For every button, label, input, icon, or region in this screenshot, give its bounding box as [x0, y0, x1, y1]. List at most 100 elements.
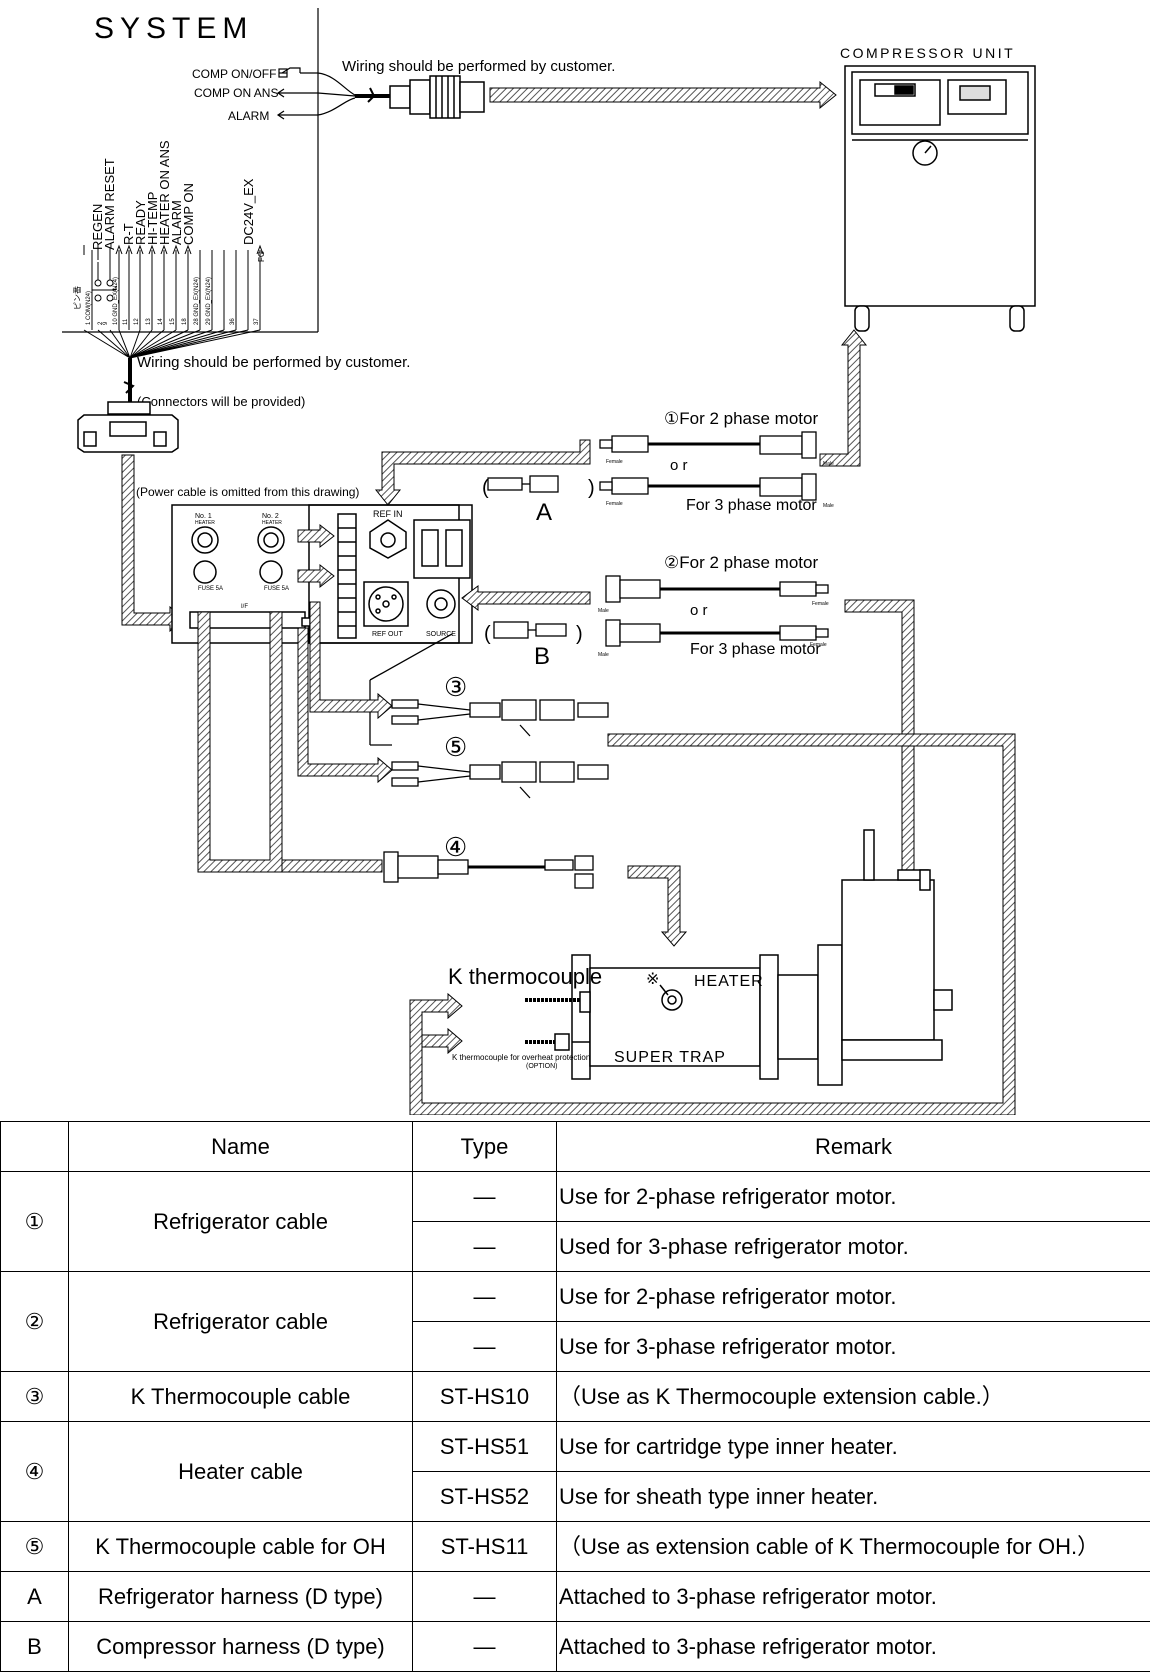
- pin-label: 14: [158, 318, 164, 325]
- heater-no2-small: HEATER: [262, 520, 282, 526]
- comp-signal-arrowheads: [276, 88, 285, 120]
- cable1-or: o r: [670, 457, 688, 474]
- row-remark: Use for cartridge type inner heater.: [556, 1421, 1150, 1472]
- connectors-note: (Connectors will be provided): [137, 394, 305, 409]
- table-row: ② Refrigerator cable — Use for 2-phase r…: [0, 1271, 1150, 1372]
- arrow-heater-cable: [197, 611, 283, 873]
- table-row: ③ K Thermocouple cable ST-HS10 （Use as K…: [0, 1371, 1150, 1422]
- row-type: ST-HS52: [412, 1471, 557, 1522]
- paren-a-close: ): [588, 477, 595, 499]
- wiring-note-top: Wiring should be performed by customer.: [342, 58, 615, 75]
- alarm-label: ALARM: [228, 109, 269, 123]
- label-b: B: [534, 643, 550, 670]
- io-label: I/F: [241, 604, 248, 610]
- row-remark: Use for 2-phase refrigerator motor.: [556, 1271, 1150, 1322]
- row-type: —: [412, 1221, 557, 1272]
- cable2-female-1: Female: [812, 601, 829, 607]
- signal-label-regen: REGEN: [90, 204, 105, 250]
- row-no: ④: [0, 1421, 69, 1522]
- signal-label-heater-on-ans: HEATER ON ANS: [157, 140, 172, 245]
- thermo-cables: [369, 633, 609, 799]
- signal-label-comp-on: COMP ON: [181, 183, 196, 245]
- table-row: A Refrigerator harness (D type) — Attach…: [0, 1571, 1150, 1622]
- row-name: Refrigerator cable: [68, 1171, 413, 1272]
- comp-signal-lines: [278, 67, 390, 116]
- row-no: ③: [0, 1371, 69, 1422]
- num-3: ③: [444, 672, 467, 702]
- row-type: —: [412, 1621, 557, 1672]
- table-row: — Use for 3-phase refrigerator motor.: [1, 1321, 1150, 1372]
- table-row: ⑤ K Thermocouple cable for OH ST-HS11 （U…: [0, 1521, 1150, 1572]
- heater-cable-drawing: [383, 851, 594, 889]
- compressor-unit: [844, 65, 1036, 332]
- paren-a: (: [482, 477, 489, 499]
- table-row: ④ Heater cable ST-HS51 Use for cartridge…: [0, 1421, 1150, 1522]
- k-thermo-oh-label: K thermocouple for overheat protection: [452, 1053, 590, 1062]
- row-remark: Use for 3-phase refrigerator motor.: [556, 1321, 1150, 1372]
- arrow-refin-path: [374, 439, 591, 506]
- comp-on-ans-label: COMP ON ANS: [194, 86, 278, 100]
- k-thermocouple-label: K thermocouple: [448, 964, 602, 989]
- table-row: B Compressor harness (D type) — Attached…: [0, 1621, 1150, 1672]
- super-trap-label: SUPER TRAP: [614, 1049, 726, 1066]
- row-name: K Thermocouple cable: [68, 1371, 413, 1422]
- num-4: ④: [444, 832, 467, 862]
- row-remark: （Use as K Thermocouple extension cable.）: [556, 1371, 1150, 1422]
- comp-connector: [389, 75, 485, 119]
- signal-label-ready: READY: [133, 200, 148, 245]
- signal-label-alarm: ALARM: [169, 200, 184, 245]
- pin-label: 36: [230, 318, 236, 325]
- system-boundary: [62, 8, 319, 333]
- pin-label: 1 COM(N24): [86, 291, 92, 325]
- pin-label: 2: [98, 321, 104, 325]
- cable2-female-2: Female: [810, 642, 827, 648]
- arrow-to-compressor: [489, 80, 837, 110]
- pin-label: 15: [170, 318, 176, 325]
- row-remark: Used for 3-phase refrigerator motor.: [556, 1221, 1150, 1272]
- pin-label: 18: [182, 318, 188, 325]
- arrow-cable1-to-compressor: [819, 329, 868, 467]
- paren-b: (: [484, 623, 491, 645]
- table-header-row: Name Type Remark: [0, 1121, 1150, 1172]
- option-label: (OPTION): [526, 1063, 558, 1070]
- pin-label: 13: [146, 318, 152, 325]
- dsub-connector: [77, 401, 179, 453]
- row-remark: Use for 2-phase refrigerator motor.: [556, 1171, 1150, 1222]
- arrow-thermo5: [297, 627, 393, 784]
- row-no: ①: [0, 1171, 69, 1272]
- row-type: —: [412, 1571, 557, 1622]
- pin-label: 10 GND_EX(N24): [113, 277, 119, 325]
- pin-header: ピン番: [72, 286, 82, 310]
- arrow-thermo3: [309, 601, 393, 720]
- num-5: ⑤: [444, 732, 467, 762]
- cable1-female-2: Female: [606, 501, 623, 507]
- ref-in-label: REF IN: [373, 509, 403, 519]
- arrow-heater-to-trap: [627, 865, 688, 947]
- row-no: ⑤: [0, 1521, 69, 1572]
- row-type: ST-HS10: [412, 1371, 557, 1422]
- header-name: Name: [68, 1121, 413, 1172]
- signal-label-alarm-reset: ALARM RESET: [102, 158, 117, 250]
- row-remark: （Use as extension cable of K Thermocoupl…: [556, 1521, 1150, 1572]
- row-no: B: [0, 1621, 69, 1672]
- cable1-drawing: [487, 431, 817, 501]
- super-trap: [525, 829, 953, 1086]
- table-row: ① Refrigerator cable — Use for 2-phase r…: [0, 1171, 1150, 1272]
- label-a: A: [536, 499, 552, 526]
- row-name: K Thermocouple cable for OH: [68, 1521, 413, 1572]
- fuse-label-2: FUSE 5A: [264, 586, 289, 592]
- cable2-male-2: Male: [598, 652, 609, 658]
- pin-label: 11: [123, 318, 129, 325]
- row-remark: Attached to 3-phase refrigerator motor.: [556, 1621, 1150, 1672]
- arrow-heater-to-connector: [281, 859, 383, 873]
- row-remark: Use for sheath type inner heater.: [556, 1471, 1150, 1522]
- signal-labels: REGEN ALARM RESET R-T READY HI-TEMP HEAT…: [72, 140, 266, 310]
- header-type: Type: [412, 1121, 557, 1172]
- comp-on-off-label: COMP ON/OFF: [192, 67, 276, 81]
- controller-labels: No. 1 HEATER No. 2 HEATER FUSE 5A FUSE 5…: [195, 509, 456, 638]
- arrow-thermo-branch: [421, 1027, 463, 1055]
- ref-out-label: REF OUT: [372, 631, 403, 638]
- spec-table: Name Type Remark ① Refrigerator cable — …: [0, 1121, 1150, 1672]
- row-name: Refrigerator harness (D type): [68, 1571, 413, 1622]
- row-type: ST-HS11: [412, 1521, 557, 1572]
